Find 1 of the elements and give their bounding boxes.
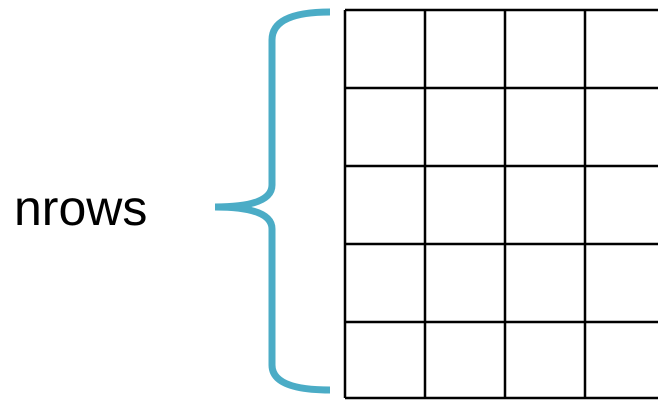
brace-label: nrows [14,179,148,238]
